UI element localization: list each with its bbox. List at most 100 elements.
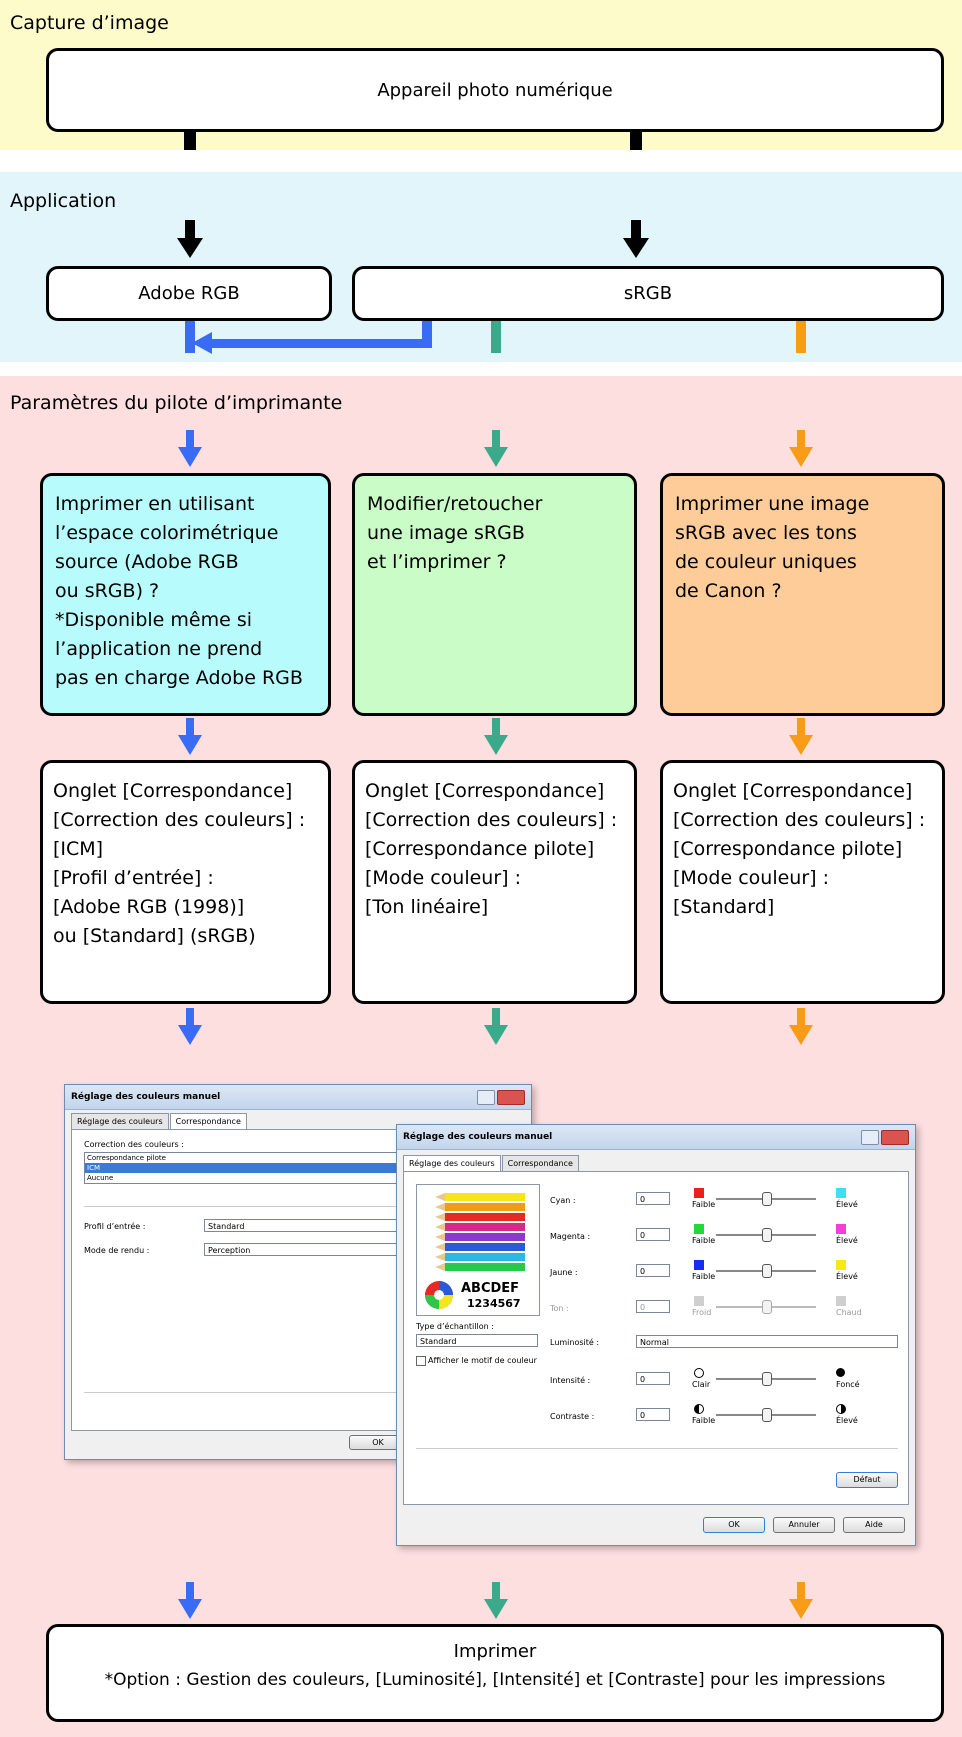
- arrow-orange-4: [789, 1582, 813, 1619]
- cyan-knob[interactable]: [762, 1192, 772, 1206]
- magenta-knob[interactable]: [762, 1228, 772, 1242]
- separator-bottom: [84, 1392, 404, 1393]
- yellow-knob[interactable]: [762, 1264, 772, 1278]
- contrast-knob[interactable]: [762, 1408, 772, 1422]
- preview-image: ABCDEF 1234567: [416, 1184, 540, 1316]
- front-ok-button[interactable]: OK: [703, 1517, 765, 1533]
- question-middle-box: Modifier/retoucher une image sRGB et l’i…: [352, 473, 637, 716]
- arrow-blue-4: [178, 1582, 202, 1619]
- contrast-value[interactable]: 0: [636, 1408, 670, 1421]
- back-dialog-title: Réglage des couleurs manuel: [65, 1085, 531, 1110]
- contrast-low-label: Faible: [692, 1416, 716, 1425]
- arrow-blue-1: [178, 430, 202, 467]
- dark-circle-icon: [836, 1368, 845, 1377]
- cancel-button[interactable]: Annuler: [773, 1517, 835, 1533]
- arrow-green-3: [484, 1008, 508, 1045]
- tab-color-adjust[interactable]: Réglage des couleurs: [71, 1113, 169, 1129]
- cyan-high-swatch: [836, 1188, 846, 1198]
- yellow-low-swatch: [694, 1260, 704, 1270]
- option-none[interactable]: Aucune: [87, 1174, 114, 1182]
- arrow-green-4: [484, 1582, 508, 1619]
- setting-middle-box: Onglet [Correspondance] [Correction des …: [352, 760, 637, 1004]
- cyan-value[interactable]: 0: [636, 1192, 670, 1205]
- front-dialog: Réglage des couleurs manuel Réglage des …: [396, 1124, 916, 1546]
- front-dialog-tabs: Réglage des couleurs Correspondance: [403, 1155, 580, 1171]
- yellow-value[interactable]: 0: [636, 1264, 670, 1277]
- sample-type-label: Type d’échantillon :: [416, 1322, 494, 1331]
- intensity-low-label: Clair: [692, 1380, 711, 1389]
- arrow-orange-2: [789, 718, 813, 755]
- print-title: Imprimer: [453, 1641, 537, 1662]
- contrast-label: Contraste :: [550, 1412, 595, 1421]
- intensity-high-label: Foncé: [836, 1380, 860, 1389]
- cyan-high-label: Élevé: [836, 1200, 858, 1209]
- yellow-high-swatch: [836, 1260, 846, 1270]
- tone-low-swatch: [694, 1296, 704, 1306]
- tab-matching[interactable]: Correspondance: [169, 1113, 247, 1129]
- srgb-box: sRGB: [352, 266, 944, 321]
- magenta-low-swatch: [694, 1224, 704, 1234]
- pencils-icon: [425, 1193, 525, 1309]
- cyan-label: Cyan :: [550, 1196, 576, 1205]
- blue-connector: [185, 319, 432, 354]
- contrast-low-icon: [694, 1404, 704, 1414]
- question-left-box: Imprimer en utilisant l’espace colorimét…: [40, 473, 331, 716]
- camera-box: Appareil photo numérique: [46, 48, 944, 132]
- help-button[interactable]: Aide: [843, 1517, 905, 1533]
- contrast-high-label: Élevé: [836, 1416, 858, 1425]
- yellow-low-label: Faible: [692, 1272, 716, 1281]
- tone-knob[interactable]: [762, 1300, 772, 1314]
- section-driver-label: Paramètres du pilote d’imprimante: [10, 392, 343, 414]
- section-capture-label: Capture d’image: [10, 12, 169, 34]
- option-driver-matching[interactable]: Correspondance pilote: [87, 1154, 166, 1162]
- green-stub: [491, 319, 501, 353]
- show-pattern-checkbox[interactable]: [416, 1356, 426, 1366]
- render-mode-label: Mode de rendu :: [84, 1246, 150, 1255]
- front-dialog-title: Réglage des couleurs manuel: [397, 1125, 915, 1150]
- close-icon[interactable]: [497, 1090, 525, 1105]
- show-pattern-label: Afficher le motif de couleur: [428, 1356, 537, 1365]
- intensity-knob[interactable]: [762, 1372, 772, 1386]
- contrast-high-icon: [836, 1404, 846, 1414]
- input-profile-select[interactable]: Standard: [204, 1219, 404, 1232]
- light-circle-icon: [694, 1368, 704, 1378]
- tone-value[interactable]: 0: [636, 1300, 670, 1313]
- yellow-high-label: Élevé: [836, 1272, 858, 1281]
- help-icon[interactable]: [861, 1130, 879, 1145]
- arrow-blue-3: [178, 1008, 202, 1045]
- yellow-label: Jaune :: [550, 1268, 578, 1277]
- correction-listbox[interactable]: Correspondance pilote ICM Aucune: [84, 1152, 404, 1184]
- orange-stub: [796, 319, 806, 353]
- magenta-value[interactable]: 0: [636, 1228, 670, 1241]
- section-application-label: Application: [10, 190, 117, 212]
- sample-type-select[interactable]: Standard: [416, 1334, 538, 1347]
- arrow-to-srgb: [623, 220, 649, 258]
- intensity-label: Intensité :: [550, 1376, 591, 1385]
- question-right-box: Imprimer une image sRGB avec les tons de…: [660, 473, 945, 716]
- print-note: *Option : Gestion des couleurs, [Luminos…: [104, 1670, 886, 1690]
- tab-color-adjust[interactable]: Réglage des couleurs: [403, 1155, 501, 1171]
- intensity-value[interactable]: 0: [636, 1372, 670, 1385]
- brightness-select[interactable]: Normal: [636, 1335, 898, 1348]
- render-mode-select[interactable]: Perception: [204, 1243, 404, 1256]
- correction-label: Correction des couleurs :: [84, 1140, 184, 1149]
- brightness-label: Luminosité :: [550, 1338, 600, 1347]
- setting-left-box: Onglet [Correspondance] [Correction des …: [40, 760, 331, 1004]
- magenta-low-label: Faible: [692, 1236, 716, 1245]
- camera-stub-right: [630, 130, 642, 150]
- default-button[interactable]: Défaut: [836, 1472, 898, 1488]
- arrow-green-2: [484, 718, 508, 755]
- print-box: Imprimer *Option : Gestion des couleurs,…: [46, 1624, 944, 1722]
- cyan-low-label: Faible: [692, 1200, 716, 1209]
- magenta-high-label: Élevé: [836, 1236, 858, 1245]
- magenta-high-swatch: [836, 1224, 846, 1234]
- option-icm[interactable]: ICM: [85, 1163, 403, 1173]
- tone-high-swatch: [836, 1296, 846, 1306]
- help-icon[interactable]: [477, 1090, 495, 1105]
- input-profile-label: Profil d’entrée :: [84, 1222, 146, 1231]
- arrow-blue-2: [178, 718, 202, 755]
- arrow-green-1: [484, 430, 508, 467]
- tab-matching[interactable]: Correspondance: [501, 1155, 579, 1171]
- close-icon[interactable]: [881, 1130, 909, 1145]
